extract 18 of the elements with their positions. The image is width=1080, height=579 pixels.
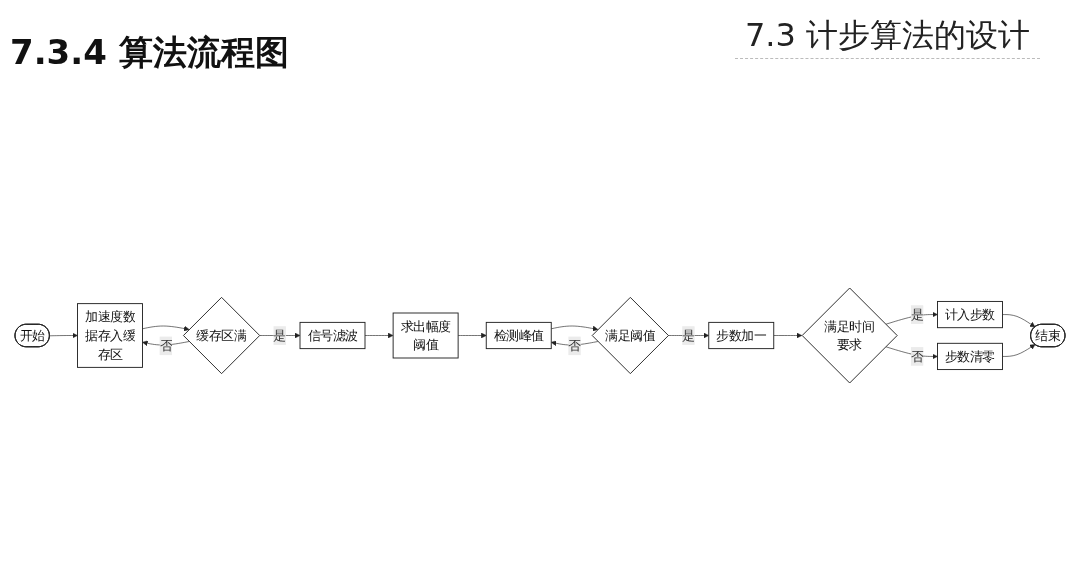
node-diamond: 满足阈值 [591, 296, 669, 374]
edge-label: 否 [159, 337, 173, 353]
node-box: 加速度数据存入缓存区 [77, 302, 143, 368]
node-box: 步数加一 [708, 321, 775, 349]
node-diamond: 缓存区满 [182, 296, 261, 374]
edge-label: 是 [910, 306, 924, 322]
edge-label: 是 [682, 327, 695, 343]
node-box: 步数清零 [937, 342, 1003, 370]
node-box: 检测峰值 [485, 321, 552, 349]
edge-label: 否 [910, 348, 924, 364]
diagram-title: 7.3.4 算法流程图 [10, 31, 289, 74]
edge-label: 否 [568, 337, 581, 353]
section-heading: 7.3 计步算法的设计 [734, 14, 1040, 59]
node-box: 计入步数 [937, 300, 1003, 328]
node-box: 信号滤波 [299, 321, 366, 349]
node-diamond: 满足时间要求 [801, 287, 898, 383]
edge-label: 是 [273, 327, 286, 343]
node-box: 求出幅度阈值 [392, 312, 459, 358]
